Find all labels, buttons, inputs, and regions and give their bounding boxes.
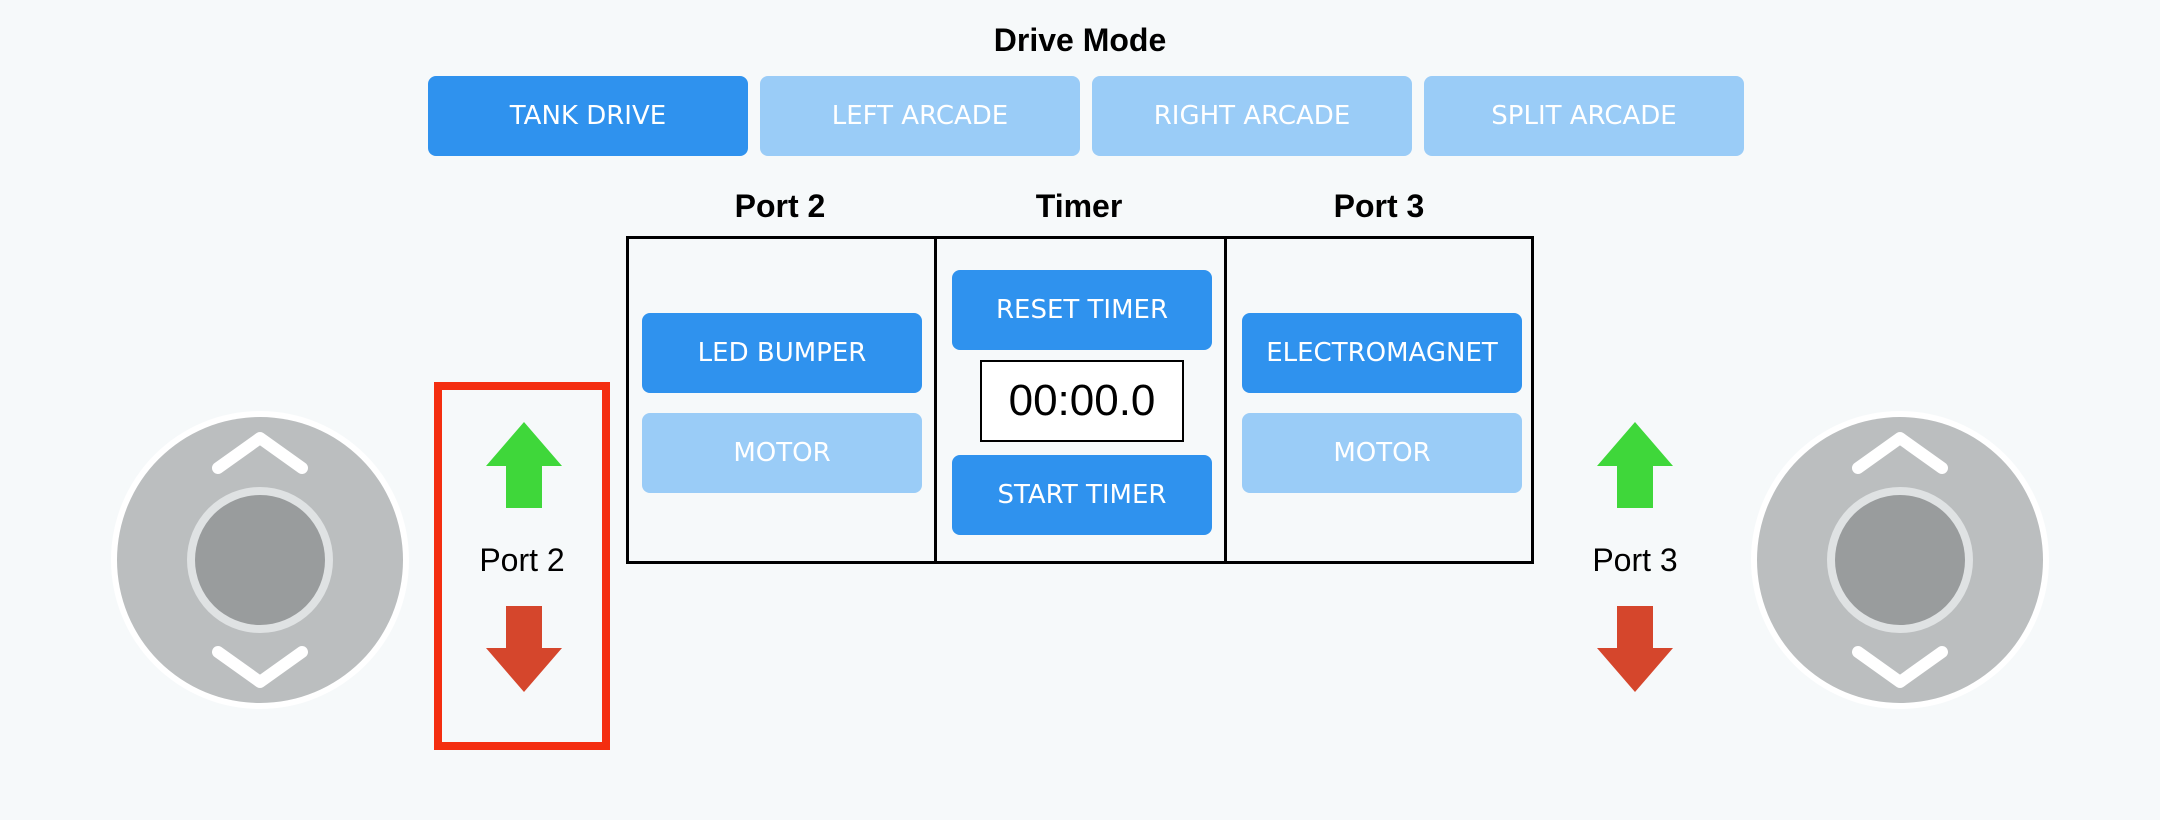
right-joystick[interactable]: [1750, 410, 2050, 710]
split-arcade-button[interactable]: SPLIT ARCADE: [1424, 76, 1744, 156]
start-timer-button[interactable]: START TIMER: [952, 455, 1212, 535]
chevron-up-icon: [1852, 432, 1948, 474]
port3-header: Port 3: [1333, 188, 1425, 224]
port3-label: Port 3: [1592, 542, 1678, 578]
arrow-down-icon: [486, 606, 562, 692]
chevron-down-icon: [1852, 646, 1948, 688]
timer-display: 00:00.0: [980, 360, 1184, 442]
left-joystick[interactable]: [110, 410, 410, 710]
port2-motor-button[interactable]: MOTOR: [642, 413, 922, 493]
left-arcade-button[interactable]: LEFT ARCADE: [760, 76, 1080, 156]
port2-highlight-box: [434, 382, 610, 750]
chevron-up-icon: [212, 432, 308, 474]
led-bumper-button[interactable]: LED BUMPER: [642, 313, 922, 393]
arrow-down-icon: [1597, 606, 1673, 692]
panel-divider-left: [934, 239, 937, 561]
reset-timer-button[interactable]: RESET TIMER: [952, 270, 1212, 350]
arrow-up-icon: [1597, 422, 1673, 508]
joystick-knob[interactable]: [1835, 495, 1965, 625]
joystick-knob[interactable]: [195, 495, 325, 625]
port2-label: Port 2: [479, 542, 565, 578]
port2-down-arrow[interactable]: [484, 606, 564, 696]
port2-header: Port 2: [734, 188, 826, 224]
port3-down-arrow[interactable]: [1595, 606, 1675, 696]
electromagnet-button[interactable]: ELECTROMAGNET: [1242, 313, 1522, 393]
port2-up-arrow[interactable]: [484, 418, 564, 508]
port3-up-arrow[interactable]: [1595, 418, 1675, 508]
control-panel: LED BUMPER MOTOR RESET TIMER 00:00.0 STA…: [626, 236, 1534, 564]
drive-mode-title: Drive Mode: [993, 22, 1167, 58]
timer-header: Timer: [1035, 188, 1123, 224]
chevron-down-icon: [212, 646, 308, 688]
port3-motor-button[interactable]: MOTOR: [1242, 413, 1522, 493]
panel-divider-right: [1224, 239, 1227, 561]
tank-drive-button[interactable]: TANK DRIVE: [428, 76, 748, 156]
right-arcade-button[interactable]: RIGHT ARCADE: [1092, 76, 1412, 156]
arrow-up-icon: [486, 422, 562, 508]
